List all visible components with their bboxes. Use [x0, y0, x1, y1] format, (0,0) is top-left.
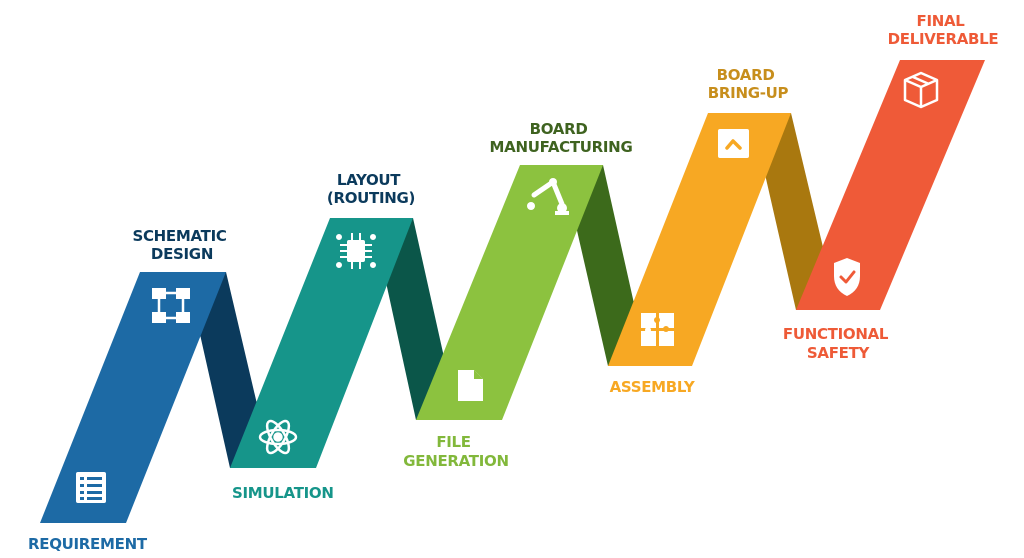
list-icon	[76, 472, 106, 503]
band-layout-to-file	[372, 218, 458, 420]
label-file-generation: FILE GENERATION	[403, 433, 508, 470]
band-manufacturing-to-assembly	[562, 165, 648, 366]
atom-icon	[258, 419, 298, 455]
shield-check-icon	[834, 258, 860, 296]
label-requirement: REQUIREMENT	[28, 535, 148, 553]
label-assembly: ASSEMBLY	[610, 378, 696, 396]
label-board-manufacturing: BOARD MANUFACTURING	[490, 120, 633, 156]
band-safety-to-deliverable	[796, 60, 985, 310]
robot-arm-icon	[527, 178, 569, 215]
document-icon	[458, 370, 483, 401]
chip-icon	[336, 233, 376, 269]
band-simulation-to-layout	[230, 218, 413, 468]
label-final-deliverable: FINAL DELIVERABLE	[888, 12, 999, 48]
band-file-to-manufacturing	[416, 165, 603, 420]
band-bringup-to-safety	[751, 113, 838, 310]
puzzle-icon	[641, 313, 674, 346]
package-icon	[903, 71, 939, 109]
label-layout-routing: LAYOUT (ROUTING)	[327, 171, 415, 207]
schematic-flow-icon	[152, 288, 190, 323]
label-functional-safety: FUNCTIONAL SAFETY	[783, 325, 893, 362]
band-assembly-to-bringup	[608, 113, 791, 366]
label-simulation: SIMULATION	[232, 484, 334, 502]
chevron-up-icon	[718, 129, 749, 158]
band-requirement-to-schematic	[40, 272, 226, 523]
label-board-bring-up: BOARD BRING-UP	[708, 66, 789, 102]
label-schematic-design: SCHEMATIC DESIGN	[132, 227, 231, 263]
